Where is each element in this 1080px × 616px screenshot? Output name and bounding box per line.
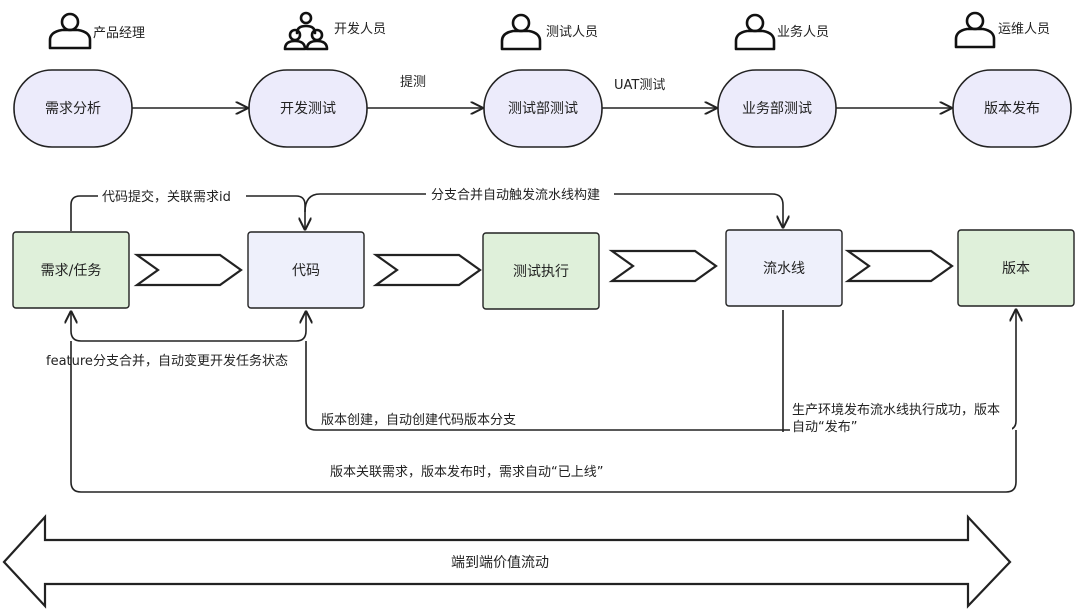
- label-feature-merge: feature分支合并，自动变更开发任务状态: [46, 353, 288, 369]
- connector-feature-merge: [71, 312, 306, 342]
- box-label: 测试执行: [513, 264, 569, 280]
- person-icon: [734, 13, 776, 51]
- person-icon: [500, 13, 542, 51]
- label-prod-release-line1: 生产环境发布流水线执行成功，版本: [792, 402, 1000, 418]
- box-label: 版本: [1002, 261, 1030, 277]
- team-icon: [283, 11, 329, 51]
- stage-label: 需求分析: [45, 101, 101, 117]
- box-requirement-task: [12, 231, 130, 309]
- connector-version-link: [70, 341, 1017, 493]
- role-business: 业务人员: [777, 24, 829, 40]
- label-feature-merge-rest: 分支合并，自动变更开发任务状态: [93, 353, 288, 369]
- label-submit-test: 提测: [400, 74, 426, 90]
- box-test-execution: [482, 232, 600, 310]
- role-tester: 测试人员: [546, 25, 598, 40]
- stage-label: 业务部测试: [742, 101, 812, 117]
- box-label: 流水线: [763, 261, 805, 277]
- label-uat-test: UAT测试: [614, 78, 665, 93]
- label-code-commit: 代码提交，关联需求id: [102, 189, 231, 205]
- value-flow-double-arrow: [2, 514, 1012, 609]
- box-label: 需求/任务: [41, 263, 102, 279]
- connector-merge-trigger: [304, 193, 783, 227]
- person-icon: [954, 11, 996, 49]
- role-developer: 开发人员: [334, 21, 386, 37]
- chevron-arrow-icon: [133, 253, 243, 287]
- stage-label: 测试部测试: [508, 101, 578, 117]
- label-version-link: 版本关联需求，版本发布时，需求自动“已上线”: [330, 464, 603, 480]
- label-value-flow: 端到端价值流动: [451, 555, 549, 571]
- box-pipeline: [725, 229, 843, 307]
- role-ops: 运维人员: [998, 22, 1050, 37]
- label-feature-merge-prefix: feature: [46, 354, 93, 369]
- stage-release: [952, 69, 1072, 148]
- box-code: [247, 231, 365, 309]
- role-product-manager: 产品经理: [93, 26, 145, 41]
- label-prod-release-line2: 自动“发布”: [792, 419, 857, 435]
- connector-version-create: [305, 310, 1016, 431]
- chevron-arrow-icon: [844, 249, 954, 283]
- chevron-arrow-icon: [608, 249, 718, 283]
- box-version: [957, 229, 1075, 307]
- box-label: 代码: [292, 263, 320, 279]
- stage-label: 版本发布: [984, 101, 1040, 117]
- label-prod-release: 生产环境发布流水线执行成功，版本自动“发布”: [792, 402, 1000, 435]
- label-version-create: 版本创建，自动创建代码版本分支: [321, 413, 516, 428]
- stage-label: 开发测试: [280, 101, 336, 117]
- person-icon: [48, 12, 92, 50]
- label-merge-trigger: 分支合并自动触发流水线构建: [431, 187, 600, 203]
- chevron-arrow-icon: [372, 253, 482, 287]
